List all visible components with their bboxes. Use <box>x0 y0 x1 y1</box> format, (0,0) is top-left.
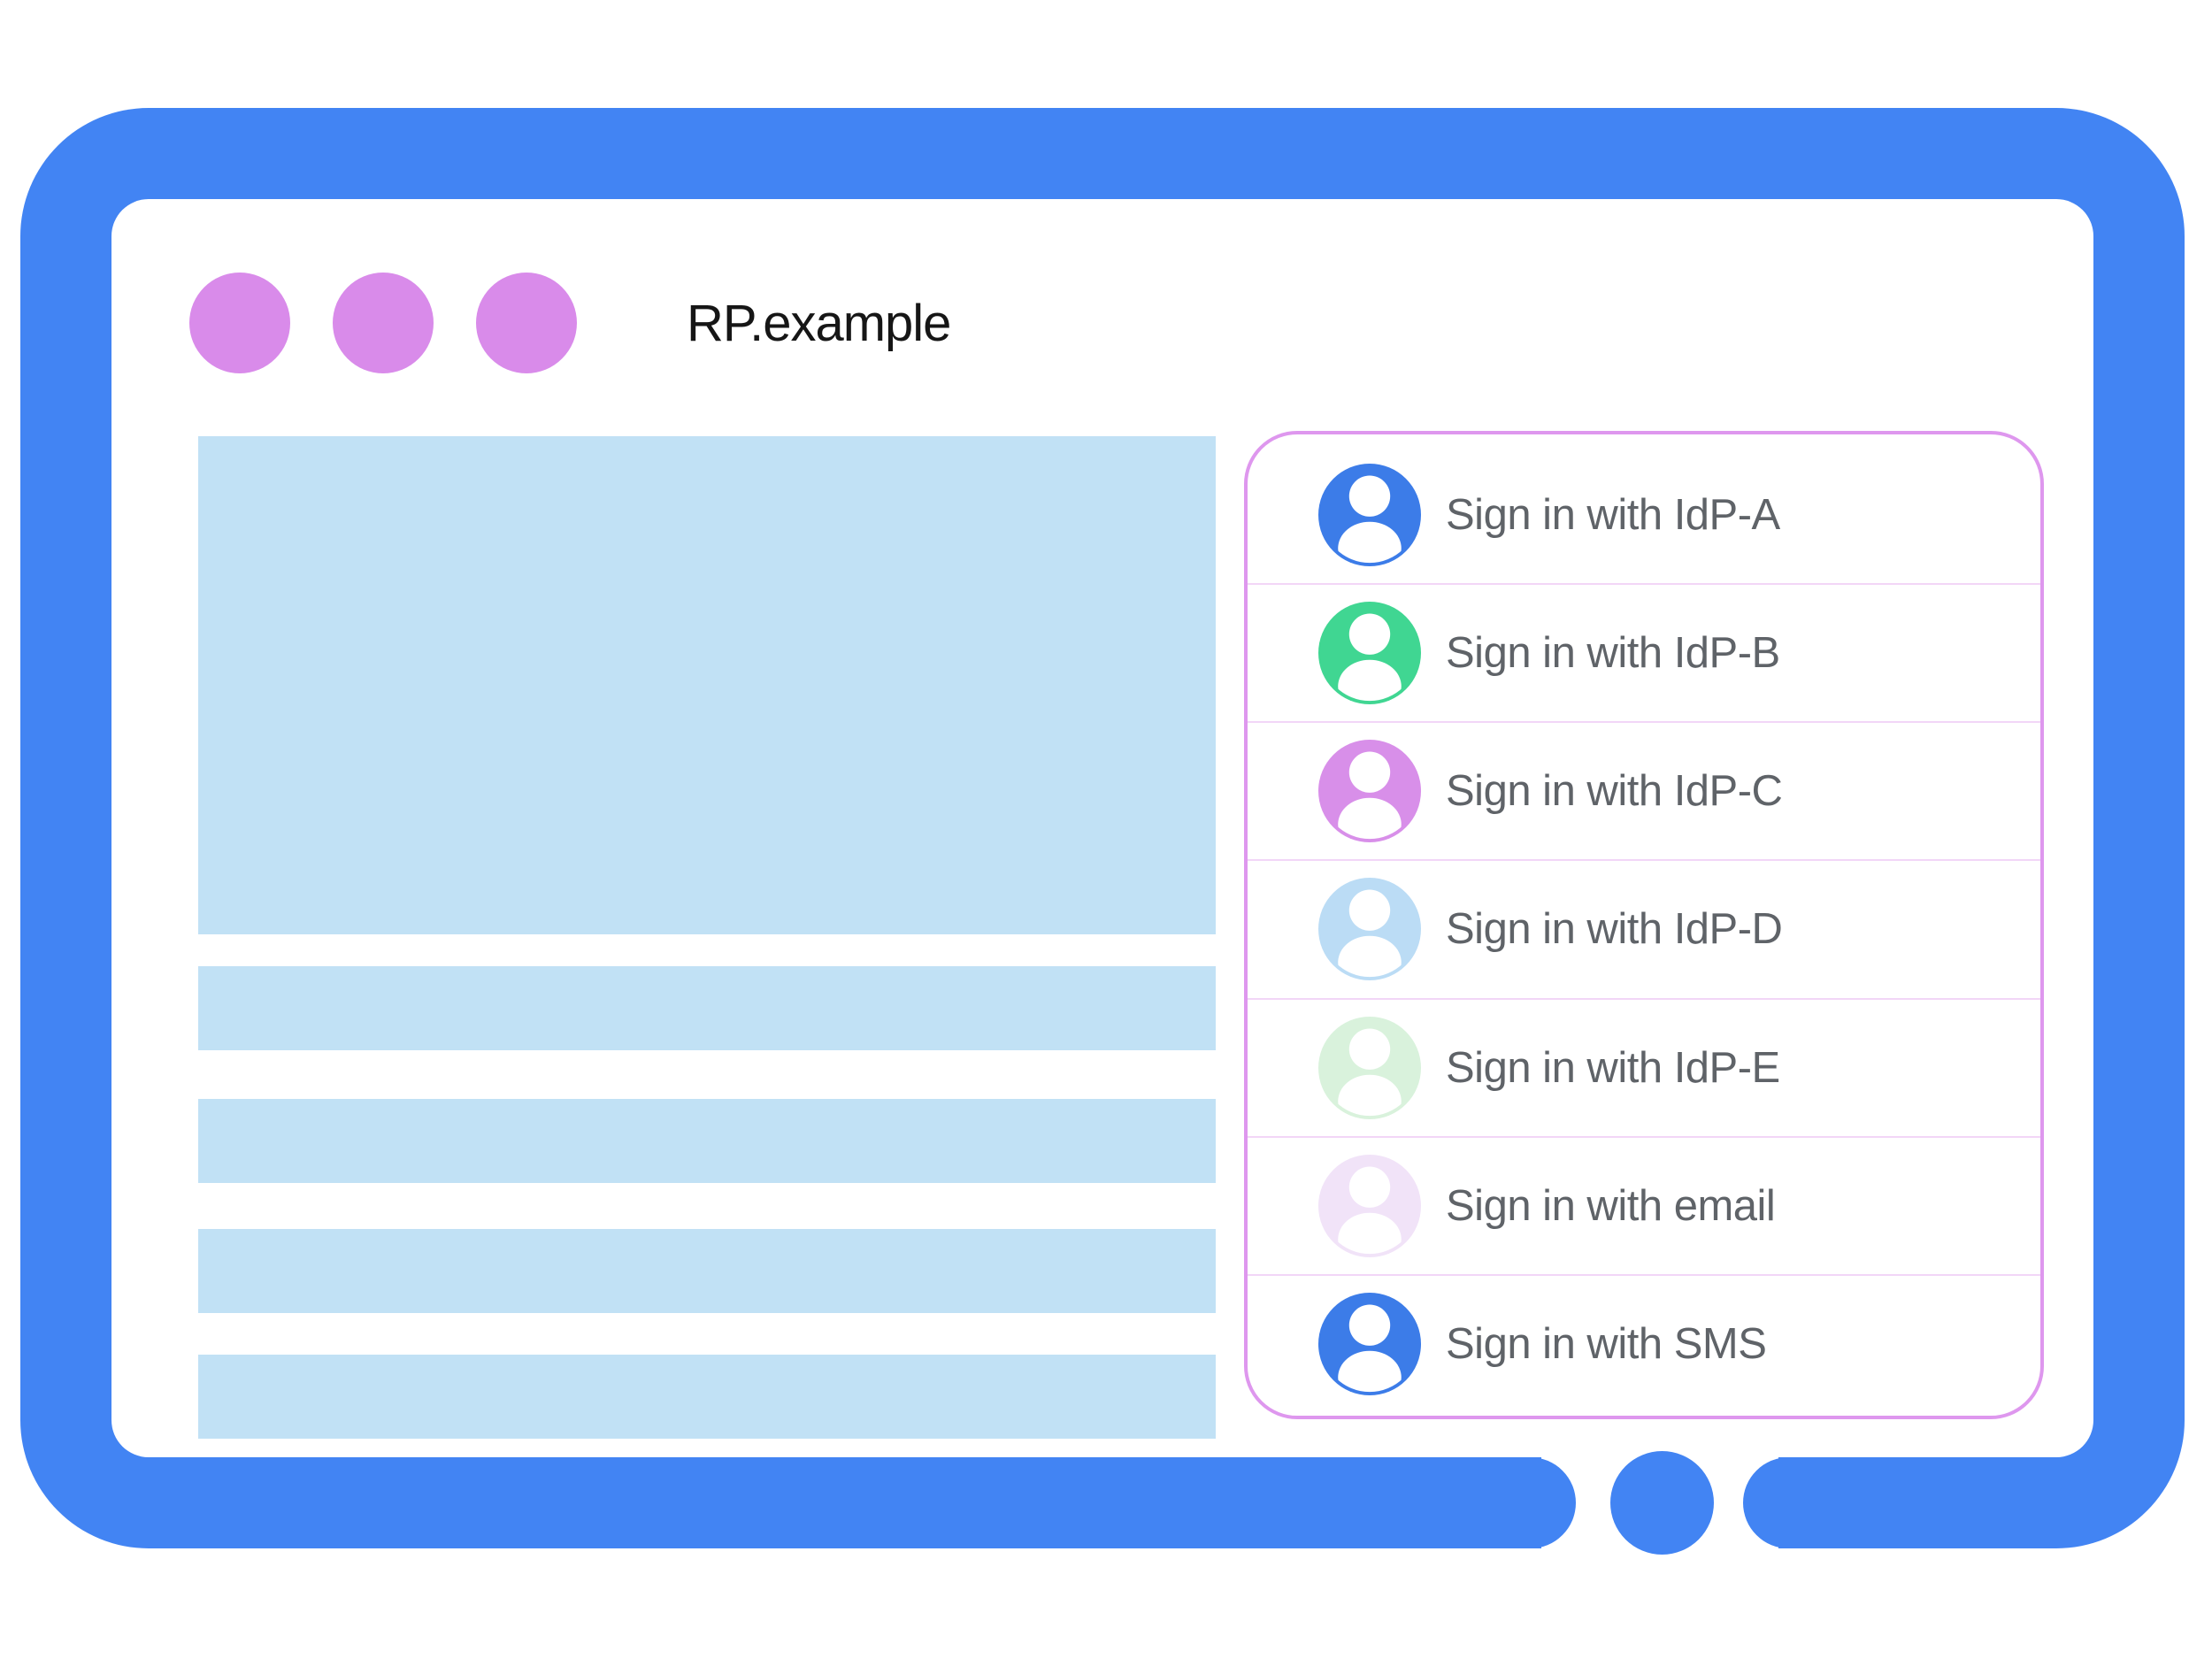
signin-option-label: Sign in with IdP-C <box>1446 767 1783 816</box>
window-control-dot[interactable] <box>333 273 434 373</box>
signin-option-idp-d[interactable]: Sign in with IdP-D <box>1248 861 2040 1000</box>
signin-option-label: Sign in with IdP-E <box>1446 1043 1780 1092</box>
bezel-segment-right-cap <box>1743 1457 1893 1548</box>
window-control-dot[interactable] <box>476 273 577 373</box>
content-placeholder-line <box>198 1099 1216 1183</box>
content-placeholder-hero <box>198 436 1216 934</box>
signin-option-sms[interactable]: Sign in with SMS <box>1248 1276 2040 1412</box>
person-avatar-icon <box>1318 1292 1421 1395</box>
bezel-segment-left-cap <box>1426 1457 1576 1548</box>
browser-frame: RP.example Sign in with I <box>20 108 2185 1548</box>
page-title: RP.example <box>687 294 951 352</box>
signin-option-label: Sign in with email <box>1446 1181 1776 1230</box>
account-chooser-panel: Sign in with IdP-A Sign in with IdP-B <box>1244 431 2044 1419</box>
window-control-dot[interactable] <box>189 273 290 373</box>
signin-option-label: Sign in with IdP-D <box>1446 905 1783 954</box>
signin-option-idp-e[interactable]: Sign in with IdP-E <box>1248 1000 2040 1138</box>
signin-option-email[interactable]: Sign in with email <box>1248 1138 2040 1276</box>
signin-option-idp-b[interactable]: Sign in with IdP-B <box>1248 585 2040 724</box>
content-placeholder-line <box>198 1355 1216 1439</box>
person-avatar-icon <box>1318 464 1421 567</box>
signin-option-label: Sign in with IdP-A <box>1446 491 1780 540</box>
home-button-circle <box>1610 1451 1714 1555</box>
signin-option-label: Sign in with IdP-B <box>1446 629 1780 678</box>
person-avatar-icon <box>1318 878 1421 981</box>
person-avatar-icon <box>1318 740 1421 843</box>
signin-option-idp-c[interactable]: Sign in with IdP-C <box>1248 723 2040 862</box>
signin-option-idp-a[interactable]: Sign in with IdP-A <box>1248 447 2040 586</box>
content-placeholder-line <box>198 1229 1216 1313</box>
browser-titlebar: RP.example <box>111 270 2093 376</box>
person-avatar-icon <box>1318 1016 1421 1119</box>
browser-screen: RP.example Sign in with I <box>111 199 2093 1457</box>
person-avatar-icon <box>1318 602 1421 705</box>
signin-option-label: Sign in with SMS <box>1446 1319 1767 1368</box>
person-avatar-icon <box>1318 1154 1421 1257</box>
content-placeholder-line <box>198 966 1216 1050</box>
